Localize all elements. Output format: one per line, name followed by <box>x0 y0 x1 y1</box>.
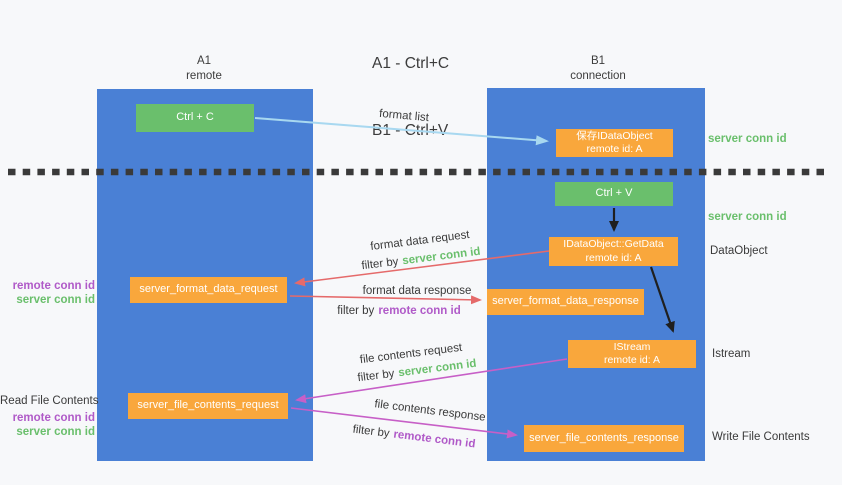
save-dataobject-line1: 保存IDataObject <box>576 129 653 142</box>
server-conn-id-annotation-mid: server conn id <box>708 211 787 223</box>
server-format-data-request-label: server_format_data_request <box>139 283 278 296</box>
save-dataobject-box: 保存IDataObject remote id: A <box>556 129 673 157</box>
istream-line1: IStream <box>613 340 651 353</box>
remote-conn-id-text: remote conn id <box>378 305 461 317</box>
arrow-format-list <box>254 117 549 146</box>
arrow-format-data-request <box>294 250 550 287</box>
remote-conn-id-annotation-upper: remote conn id <box>12 280 95 292</box>
istream-box: IStream remote id: A <box>568 340 696 368</box>
getdata-box: IDataObject::GetData remote id: A <box>549 237 678 266</box>
arrow-format-data-response <box>289 295 482 305</box>
lane-a-subtitle: remote <box>186 69 222 82</box>
ctrl-v-label: Ctrl + V <box>595 187 633 200</box>
server-conn-id-annotation-lower: server conn id <box>16 426 95 438</box>
ctrl-v-box: Ctrl + V <box>555 182 673 206</box>
getdata-line1: IDataObject::GetData <box>563 238 664 251</box>
arrow-getdata-to-istream <box>649 266 675 333</box>
lane-b-title: B1 <box>590 55 606 67</box>
filter-by-text: filter by <box>337 305 375 317</box>
server-file-contents-response-label: server_file_contents_response <box>529 431 679 444</box>
server-conn-id-annotation-top: server conn id <box>708 133 787 145</box>
server-format-data-request-box: server_format_data_request <box>130 277 287 303</box>
lane-a-title: A1 <box>196 55 212 67</box>
ctrl-c-label: Ctrl + C <box>176 111 214 124</box>
server-file-contents-request-label: server_file_contents_request <box>137 399 279 412</box>
save-dataobject-line2: remote id: A <box>586 143 643 155</box>
server-conn-id-annotation-upper: server conn id <box>16 294 95 306</box>
format-data-response-label: format data response <box>362 285 472 297</box>
title-line-1: A1 - Ctrl+C <box>372 54 450 72</box>
lane-b-header: B1 connection <box>543 54 653 84</box>
lane-b-subtitle: connection <box>570 69 626 82</box>
dataobject-annotation: DataObject <box>710 245 768 257</box>
lane-a-header: A1 remote <box>149 54 259 84</box>
remote-conn-id-annotation-lower: remote conn id <box>12 412 95 424</box>
server-format-data-response-box: server_format_data_response <box>487 289 644 315</box>
server-file-contents-request-box: server_file_contents_request <box>128 393 288 419</box>
diagram-title: A1 - Ctrl+C B1 - Ctrl+V <box>372 8 449 188</box>
server-file-contents-response-box: server_file_contents_response <box>524 425 684 452</box>
server-format-data-response-label: server_format_data_response <box>492 295 639 308</box>
write-file-contents-annotation: Write File Contents <box>712 431 810 443</box>
ctrl-c-box: Ctrl + C <box>136 104 254 132</box>
istream-annotation: Istream <box>712 348 751 360</box>
getdata-line2: remote id: A <box>585 251 642 264</box>
arrow-file-contents-response <box>290 407 518 439</box>
read-file-contents-annotation: Read File Contents <box>0 395 99 407</box>
istream-line2: remote id: A <box>603 354 661 366</box>
arrow-file-contents-request <box>295 358 568 404</box>
